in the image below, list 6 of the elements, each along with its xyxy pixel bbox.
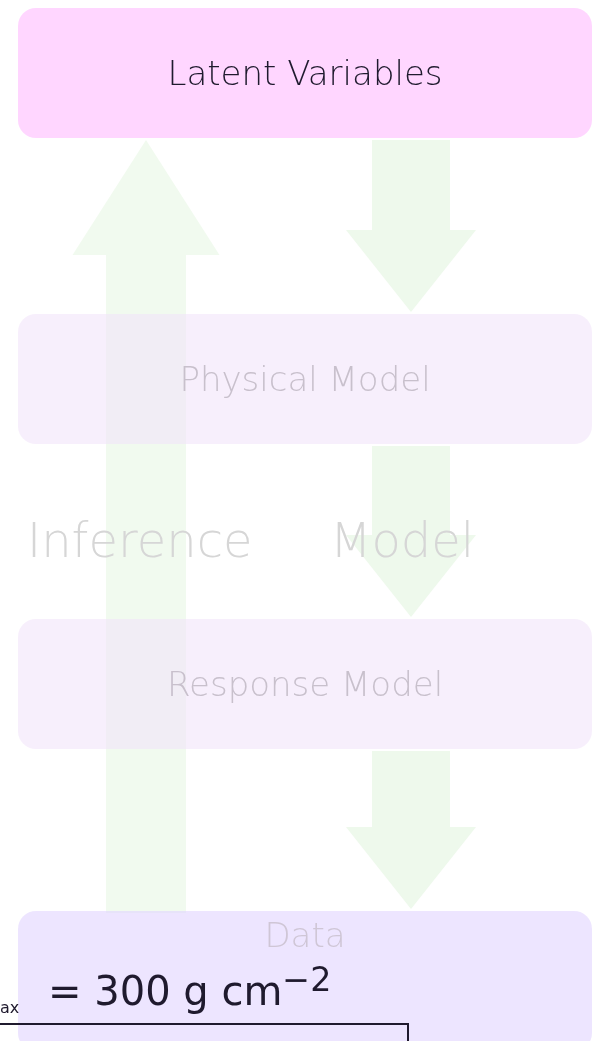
process-box <box>18 8 592 138</box>
formula-text: ax <box>0 998 20 1017</box>
process-box <box>18 911 592 1041</box>
block-arrow <box>72 140 220 913</box>
box-label: Latent Variables <box>167 53 443 93</box>
formula-text: = 300 g cm$^{−2}$ <box>48 960 332 1015</box>
